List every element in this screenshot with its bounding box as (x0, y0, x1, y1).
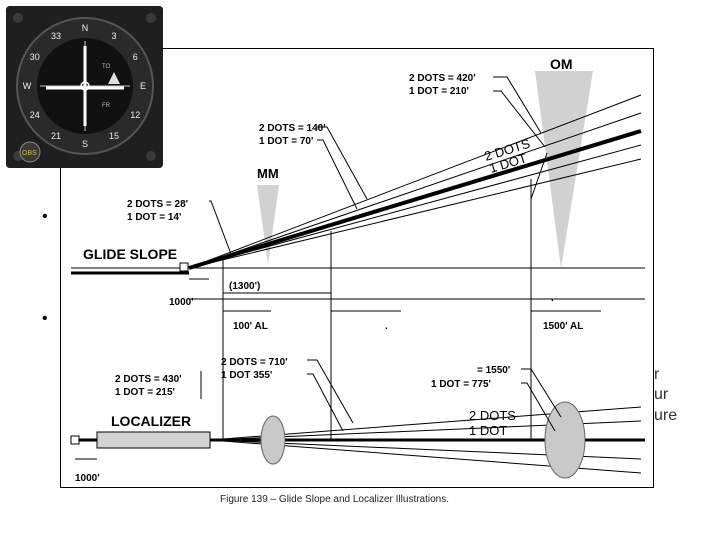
obs-label: OBS (22, 150, 37, 157)
mm-label: MM (257, 166, 279, 181)
gs-line-center (188, 129, 642, 270)
heading-label: 6 (133, 52, 138, 62)
gs-line-upper1 (188, 112, 642, 269)
gs-mm-2dots: 2 DOTS = 140' (259, 123, 326, 134)
loc-om-2dots: = 1550' (477, 365, 510, 376)
gs-thr-1dot: 1 DOT = 14' (127, 212, 181, 223)
om-label: OM (550, 56, 573, 72)
gs-om-leader (493, 76, 542, 134)
gs-om-1dot: 1 DOT = 210' (409, 86, 469, 97)
loc-mm-leader (307, 359, 354, 424)
gs-thr-2dots: 2 DOTS = 28' (127, 199, 188, 210)
localizer-label: LOCALIZER (111, 413, 191, 429)
heading-label: 15 (109, 131, 119, 141)
loc-mm-1dot: 1 DOT 355' (221, 370, 272, 381)
gs-mm-1dot: 1 DOT = 70' (259, 136, 313, 147)
to-from-flag (108, 72, 120, 84)
slide-bullet-2: • (42, 310, 48, 327)
heading-label: 30 (30, 52, 40, 62)
to-label: TO (102, 64, 111, 70)
figure-caption: Figure 139 – Glide Slope and Localizer I… (220, 494, 450, 505)
heading-label: W (23, 81, 32, 91)
loc-two-dots-label: 2 DOTS (469, 408, 516, 423)
gs-line-lower2 (188, 158, 642, 269)
loc-mm-leader2 (307, 373, 344, 432)
gs-dist-1000: 1000' (169, 297, 194, 308)
loc-runway (96, 431, 211, 449)
gs-line-lower1 (188, 144, 642, 269)
gs-om-2dots: 2 DOTS = 420' (409, 73, 476, 84)
fr-label: FR (102, 103, 111, 109)
gs-al-100: 100' AL (233, 321, 268, 332)
loc-om-marker (544, 401, 586, 479)
loc-thr-1dot: 1 DOT = 215' (115, 387, 175, 398)
gs-al-1500: 1500' AL (543, 321, 583, 332)
gs-antenna-box (179, 262, 189, 272)
slide-fragment-2: ur (654, 386, 669, 403)
om-beam (535, 71, 593, 268)
gs-om-leader2 (493, 90, 546, 148)
corner-screw-tl (13, 13, 23, 23)
gs-mm-leader2 (317, 139, 358, 210)
heading-label: 33 (51, 31, 61, 41)
corner-screw-br (146, 151, 156, 161)
gs-thr-leader (209, 200, 232, 255)
corner-screw-tr (146, 13, 156, 23)
gs-line-upper2 (188, 94, 642, 269)
loc-one-dot-label: 1 DOT (469, 423, 507, 438)
figure-diagram: OM MM 2 DOTS 1 DOT 2 DOTS = 420' 1 DOT =… (70, 56, 645, 484)
heading-label: 24 (30, 110, 40, 120)
loc-om-1dot: 1 DOT = 775' (431, 379, 491, 390)
instrument-face: TO FR N 3 6E 12 15S 21 24 W 30 33 OBS (6, 6, 163, 168)
heading-ring: N 3 6E 12 15S 21 24 W 30 33 (23, 23, 146, 149)
obs-knob (19, 141, 41, 163)
heading-label: E (140, 81, 146, 91)
heading-label: 3 (111, 31, 116, 41)
loc-mm-2dots: 2 DOTS = 710' (221, 357, 288, 368)
loc-antenna-box (70, 435, 80, 445)
glide-slope-label: GLIDE SLOPE (83, 246, 177, 262)
gs-dist-1300: (1300') (229, 281, 260, 292)
mm-beam (257, 185, 279, 264)
gs-mid-dot: . (385, 321, 388, 332)
heading-label: S (82, 139, 88, 149)
loc-dist-1000: 1000' (75, 473, 100, 484)
gs-right-dot: . (551, 293, 554, 304)
slide-fragment-3: ure (654, 407, 678, 424)
heading-label: 12 (130, 110, 140, 120)
slide-fragment-1: r (654, 366, 660, 383)
slide-bullet-1: • (42, 208, 48, 225)
loc-om-leader2 (521, 382, 556, 432)
loc-thr-2dots: 2 DOTS = 430' (115, 374, 182, 385)
heading-label: 21 (51, 131, 61, 141)
heading-label: N (82, 23, 89, 33)
loc-mm-marker (260, 415, 286, 465)
gs-om-pointer (530, 152, 548, 200)
gs-mm-leader (317, 126, 368, 200)
